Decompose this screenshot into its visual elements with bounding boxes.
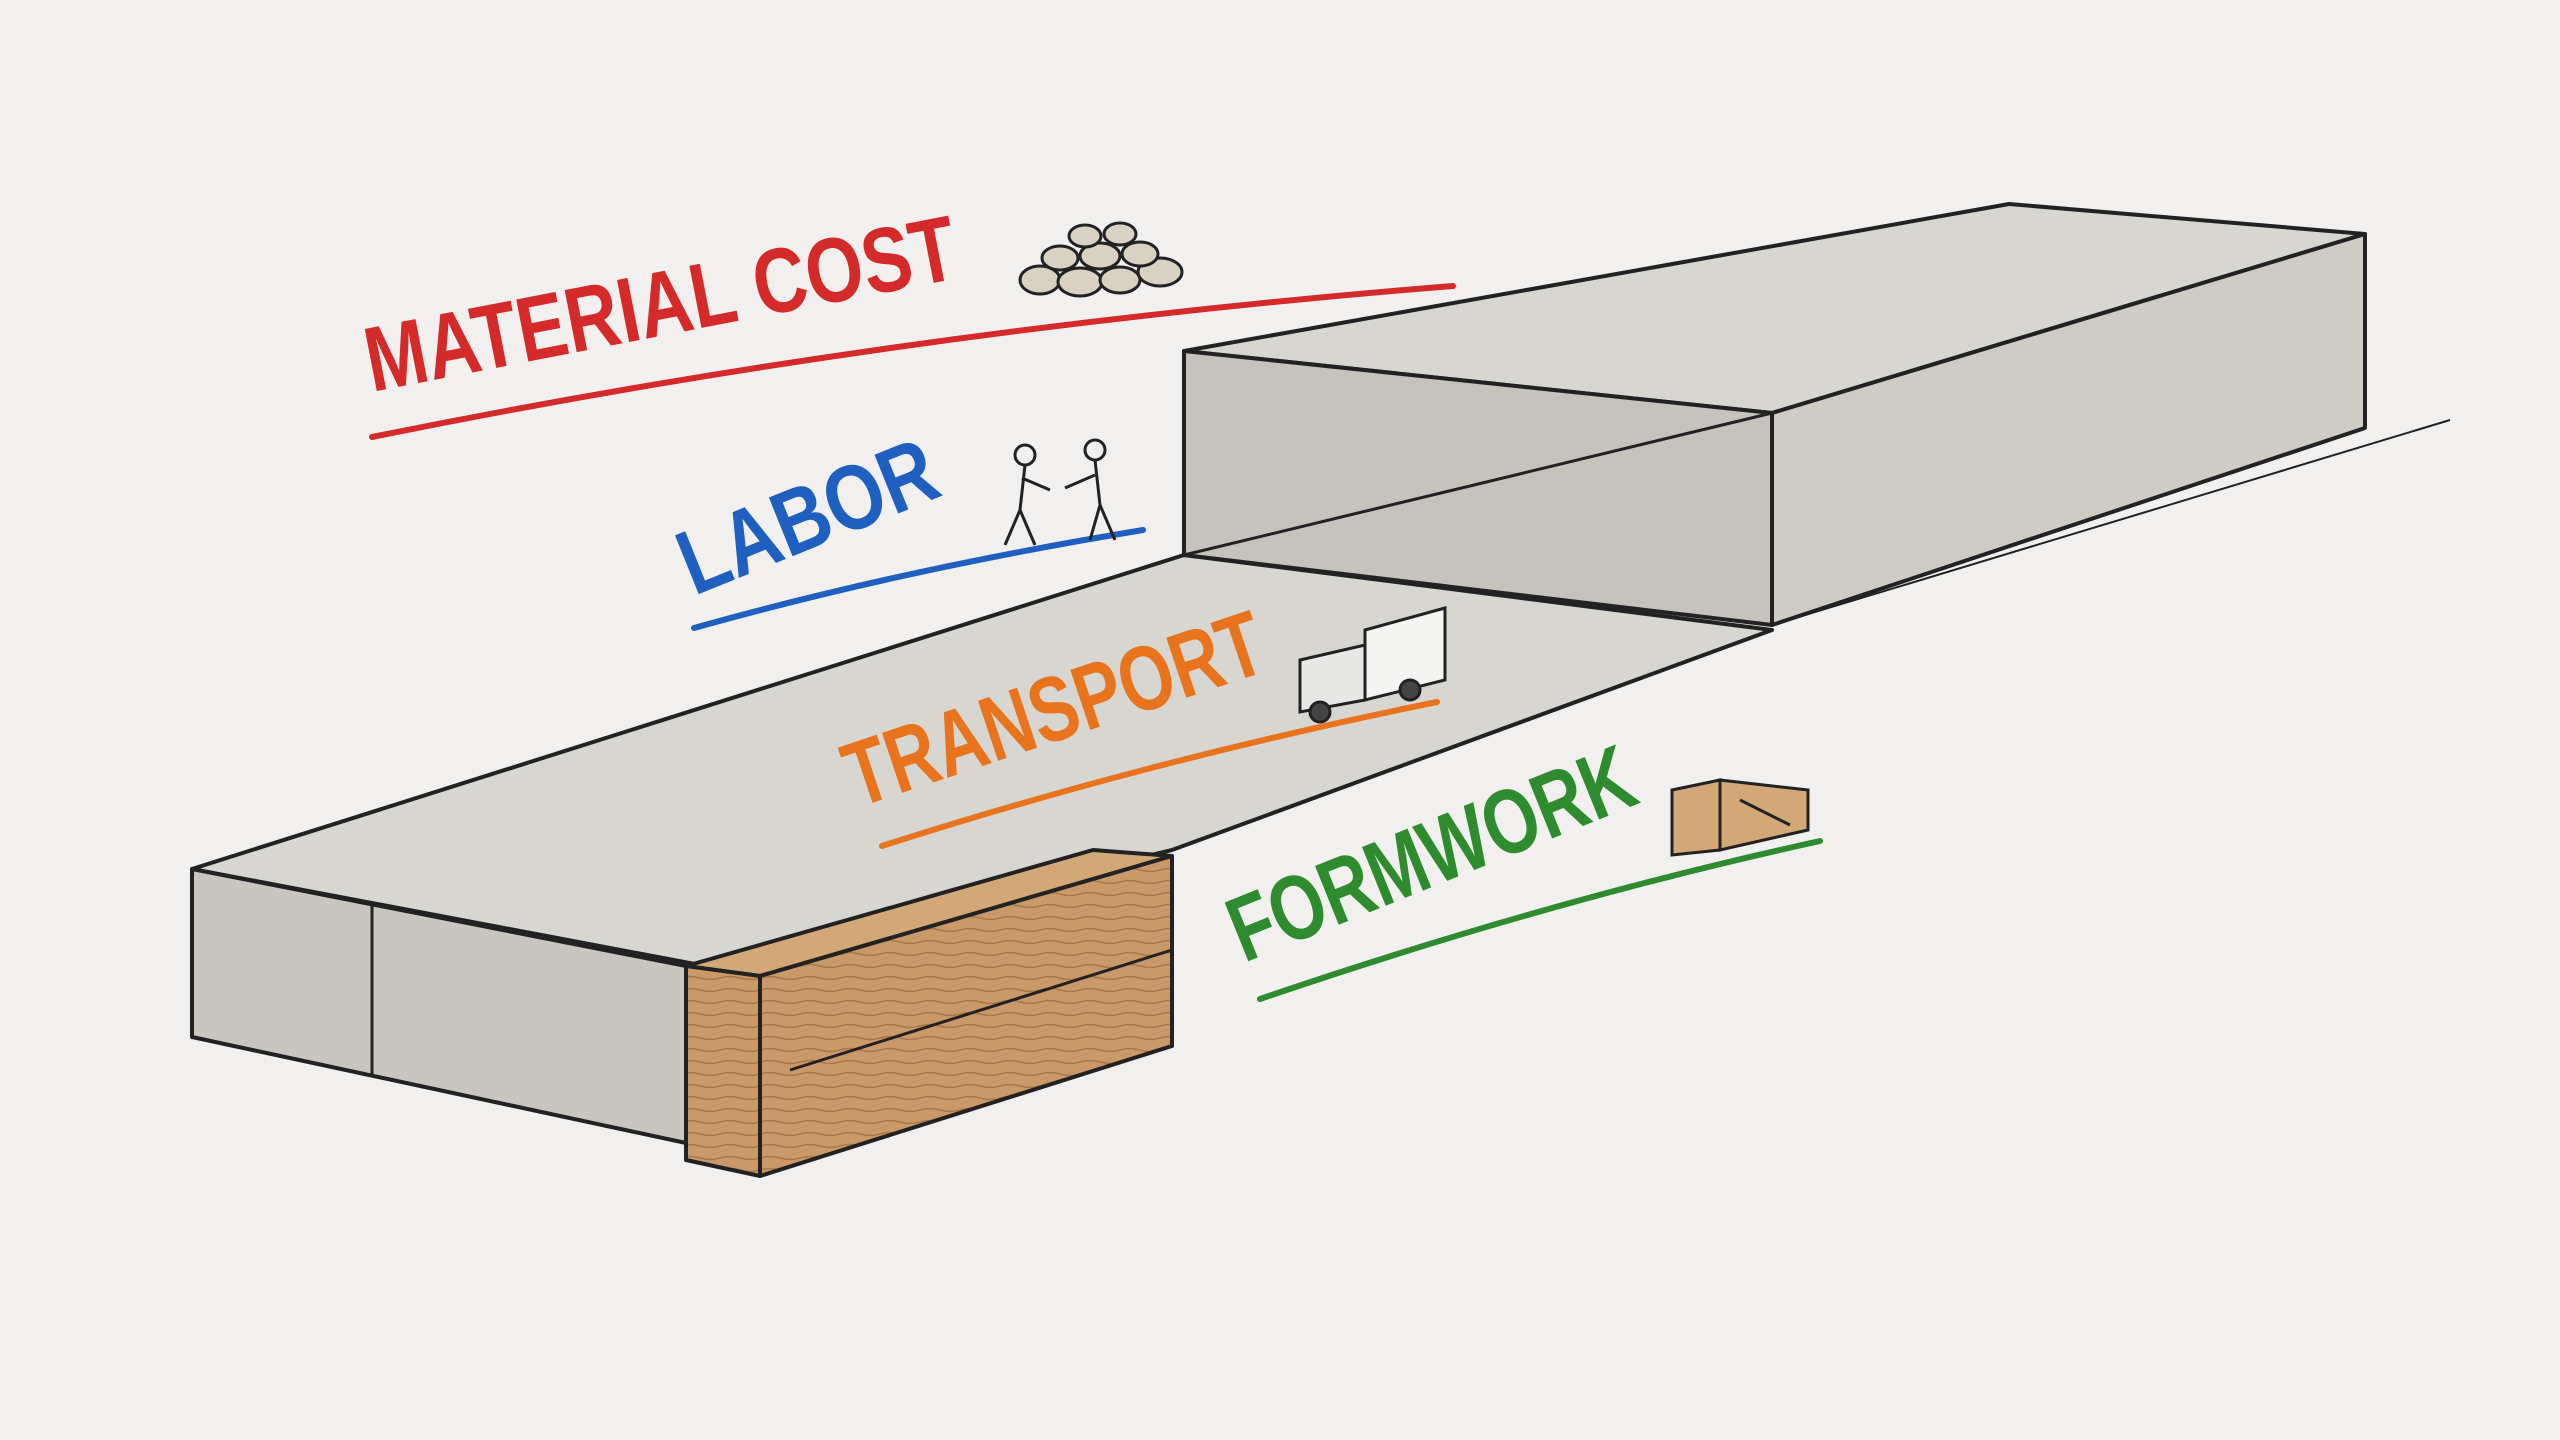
underline-transport bbox=[879, 699, 1440, 849]
truck-icon bbox=[1298, 606, 1447, 724]
concrete-block-upper bbox=[1182, 202, 2451, 627]
crate-icon bbox=[1670, 778, 1810, 857]
underline-labor bbox=[691, 527, 1146, 631]
label-text: MATERIAL COST bbox=[356, 197, 964, 412]
stones-icon bbox=[1018, 221, 1184, 298]
wood-formwork-block bbox=[684, 848, 1174, 1178]
wood-front-face bbox=[684, 964, 762, 1178]
underline-material-cost bbox=[369, 283, 1456, 440]
label-labor: LABOR bbox=[663, 419, 952, 615]
workers-icon bbox=[1003, 438, 1117, 546]
label-material-cost: MATERIAL COST bbox=[356, 197, 964, 412]
block-side-face bbox=[1770, 232, 2367, 627]
label-text: LABOR bbox=[663, 419, 952, 615]
underline-formwork bbox=[1257, 838, 1823, 1002]
